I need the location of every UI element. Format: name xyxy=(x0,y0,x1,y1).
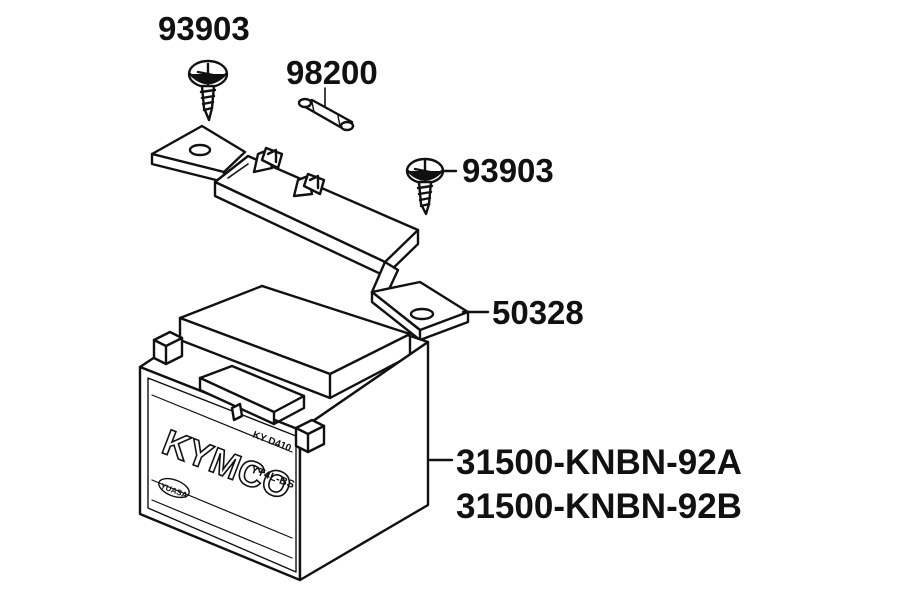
callout-battery-a: 31500-KNBN-92A xyxy=(456,443,742,482)
fuse-icon xyxy=(297,87,355,132)
callout-battery-b: 31500-KNBN-92B xyxy=(456,487,742,526)
battery-icon xyxy=(138,284,430,582)
callout-fuse: 98200 xyxy=(286,54,378,91)
screw-top-icon xyxy=(187,59,229,122)
bracket-icon xyxy=(150,124,470,342)
callout-screw-right: 93903 xyxy=(462,152,554,189)
screw-right-icon xyxy=(405,157,445,216)
callout-screw-top: 93903 xyxy=(158,10,250,47)
callout-bracket: 50328 xyxy=(492,294,584,331)
